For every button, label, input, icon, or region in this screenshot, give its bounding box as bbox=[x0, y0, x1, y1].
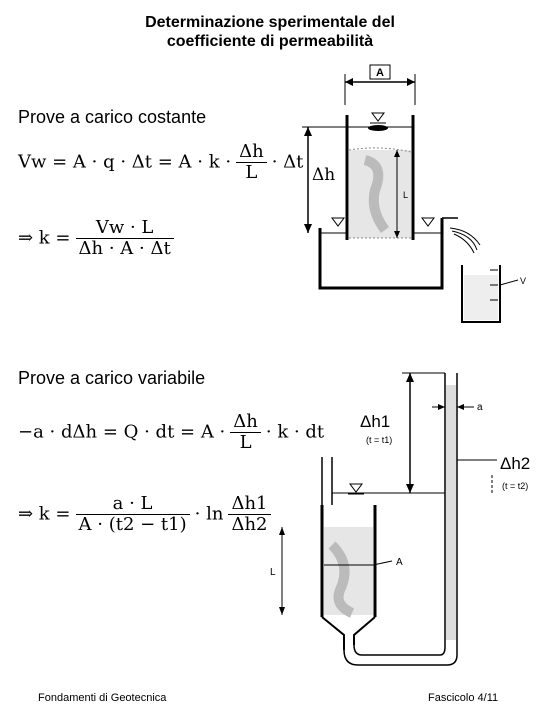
equation-lhs: ⇒ k = bbox=[18, 227, 71, 249]
standpipe-water bbox=[446, 385, 456, 640]
footer-course: Fondamenti di Geotecnica bbox=[38, 692, 167, 704]
arrow-head bbox=[304, 127, 312, 136]
arrow-head bbox=[279, 527, 285, 535]
label-t2: (t = t2) bbox=[502, 481, 528, 491]
outer-tank bbox=[318, 218, 444, 290]
constant-head-permeameter-diagram: A L V Δh bbox=[302, 64, 526, 323]
fraction-denominator: Δh · A · Δt bbox=[78, 238, 171, 259]
arrow-head bbox=[394, 150, 400, 157]
arrow-head bbox=[304, 224, 312, 233]
ln-operator: · ln bbox=[194, 503, 224, 525]
arrow-head bbox=[345, 78, 353, 86]
arrow-head bbox=[394, 231, 400, 238]
connecting-pipe-outer bbox=[343, 640, 458, 666]
arrow-head bbox=[279, 607, 285, 615]
label-box bbox=[369, 64, 391, 80]
label-l: L bbox=[403, 190, 408, 200]
soil-sample bbox=[349, 150, 411, 238]
title-line-1: Determinazione sperimentale del bbox=[145, 14, 395, 31]
fraction-denominator: L bbox=[245, 162, 258, 183]
connecting-pipe-inner bbox=[353, 635, 446, 656]
cone-right bbox=[353, 616, 376, 645]
fraction-denominator: L bbox=[239, 432, 252, 453]
label-dh: Δh bbox=[312, 165, 335, 185]
equation-constant-volume: Vw = A · q · Δt = A · k · Δh L · Δt bbox=[18, 142, 303, 183]
footer-page-number: Fascicolo 4/11 bbox=[428, 692, 499, 704]
overflow-stream bbox=[449, 227, 481, 254]
equation-lhs: ⇒ k = bbox=[18, 503, 71, 525]
equation-rhs: · Δt bbox=[271, 151, 304, 173]
label-a-area: A bbox=[396, 557, 403, 568]
page-title: Determinazione sperimentale del coeffici… bbox=[0, 13, 540, 51]
title-line-2: coefficiente di permeabilità bbox=[166, 33, 374, 50]
equation-lhs: −a · dΔh = Q · dt = A · bbox=[18, 421, 226, 443]
equation-falling-k: ⇒ k = a · L A · (t2 − t1) · ln Δh1 Δh2 bbox=[18, 494, 271, 535]
measuring-cylinder bbox=[461, 265, 501, 323]
arrow-head bbox=[407, 78, 415, 86]
soil-boundary bbox=[348, 147, 412, 239]
arrow-head bbox=[406, 484, 414, 493]
equation-lhs: Vw = A · q · Δt = A · k · bbox=[18, 151, 232, 173]
fraction-dh-over-l: Δh L bbox=[230, 412, 261, 453]
label-dh2: Δh2 bbox=[500, 454, 530, 473]
soil-texture bbox=[328, 541, 355, 618]
collected-water bbox=[464, 275, 498, 320]
fraction-numerator: Δh bbox=[236, 142, 267, 163]
fraction-denominator: Δh2 bbox=[231, 514, 268, 535]
fraction-numerator: Vw · L bbox=[75, 218, 174, 239]
soil-texture bbox=[363, 155, 390, 233]
arrow-head bbox=[438, 404, 445, 410]
cone-left bbox=[321, 616, 345, 650]
fraction-numerator: Δh bbox=[230, 412, 261, 433]
equation-constant-k: ⇒ k = Vw · L Δh · A · Δt bbox=[18, 218, 174, 259]
label-a: A bbox=[376, 67, 384, 79]
water-level-marker bbox=[331, 217, 345, 227]
label-dh1: Δh1 bbox=[360, 412, 390, 431]
label-a: a bbox=[477, 402, 483, 413]
equation-rhs: · k · dt bbox=[265, 421, 325, 443]
fraction-al-over-time: a · L A · (t2 − t1) bbox=[75, 494, 190, 535]
fraction-numerator: Δh1 bbox=[228, 494, 271, 515]
label-v: V bbox=[520, 276, 526, 286]
equation-falling-flow: −a · dΔh = Q · dt = A · Δh L · k · dt bbox=[18, 412, 324, 453]
water-level-marker bbox=[421, 217, 435, 227]
water-level-marker bbox=[371, 112, 385, 122]
arrow-head bbox=[457, 404, 464, 410]
fraction-dh-over-l: Δh L bbox=[236, 142, 267, 183]
leader-line bbox=[372, 560, 393, 566]
fraction-k-constant: Vw · L Δh · A · Δt bbox=[75, 218, 174, 259]
label-l: L bbox=[270, 567, 276, 578]
fraction-numerator: a · L bbox=[75, 494, 190, 515]
falling-head-permeameter-diagram: a Δh1 (t = t1) Δh2 (t = t2) A L bbox=[270, 372, 530, 666]
fraction-dh1-over-dh2: Δh1 Δh2 bbox=[228, 494, 271, 535]
section-heading-constant-head: Prove a carico costante bbox=[18, 107, 207, 127]
water-level-marker bbox=[349, 483, 363, 493]
section-heading-falling-head: Prove a carico variabile bbox=[18, 368, 206, 388]
arrow-head bbox=[406, 373, 414, 382]
label-t1: (t = t1) bbox=[366, 435, 392, 445]
fraction-denominator: A · (t2 − t1) bbox=[78, 514, 187, 535]
inlet-flow bbox=[368, 125, 388, 131]
leader-line bbox=[499, 279, 519, 286]
